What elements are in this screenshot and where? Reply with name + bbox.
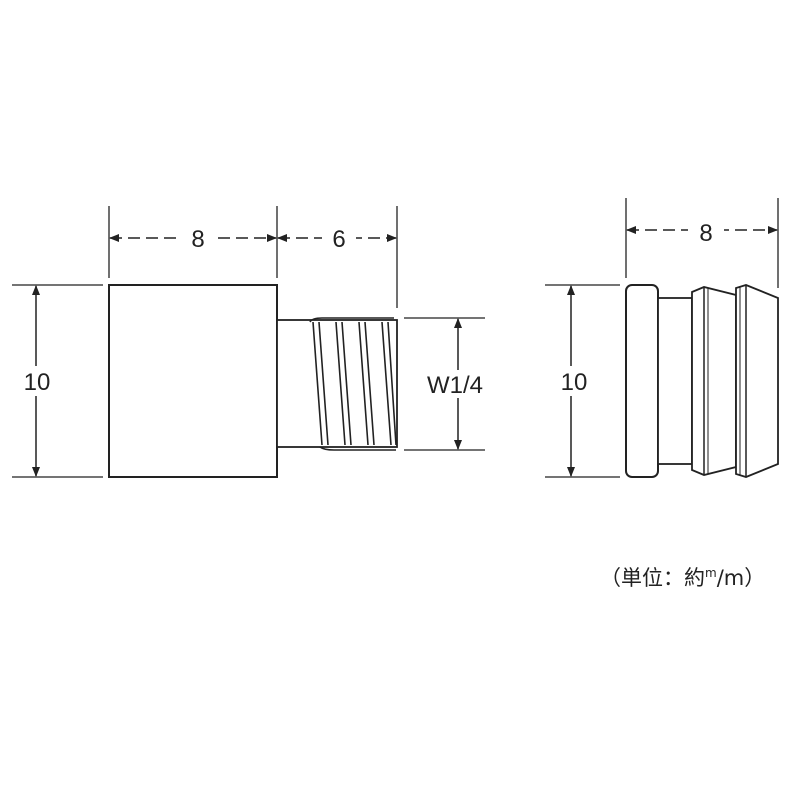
unit-note-top: m (705, 566, 717, 580)
dim-label-side-width: 8 (699, 220, 712, 247)
dim-label-head-width: 8 (191, 226, 204, 253)
dim-label-height: 10 (24, 369, 51, 396)
side-view (545, 198, 779, 478)
unit-note-suffix: ） (744, 566, 766, 590)
cap-head (108, 284, 278, 478)
side-neck (657, 297, 693, 465)
unit-note-prefix: （単位：約 (600, 566, 705, 590)
side-rib-2 (735, 284, 779, 478)
thread-coils (309, 317, 397, 451)
extension-lines (12, 206, 485, 478)
side-flange (625, 284, 659, 478)
dim-label-side-height: 10 (561, 369, 588, 396)
dim-label-thread-length: 6 (332, 226, 345, 253)
side-rib-1 (691, 286, 737, 476)
unit-note-slash: / (716, 566, 724, 590)
dim-label-thread-spec: W1/4 (427, 372, 483, 399)
side-extension-lines (545, 198, 779, 478)
unit-note: （単位：約m/m） (600, 562, 765, 592)
front-view (12, 206, 485, 478)
unit-note-bottom: m (723, 566, 745, 590)
